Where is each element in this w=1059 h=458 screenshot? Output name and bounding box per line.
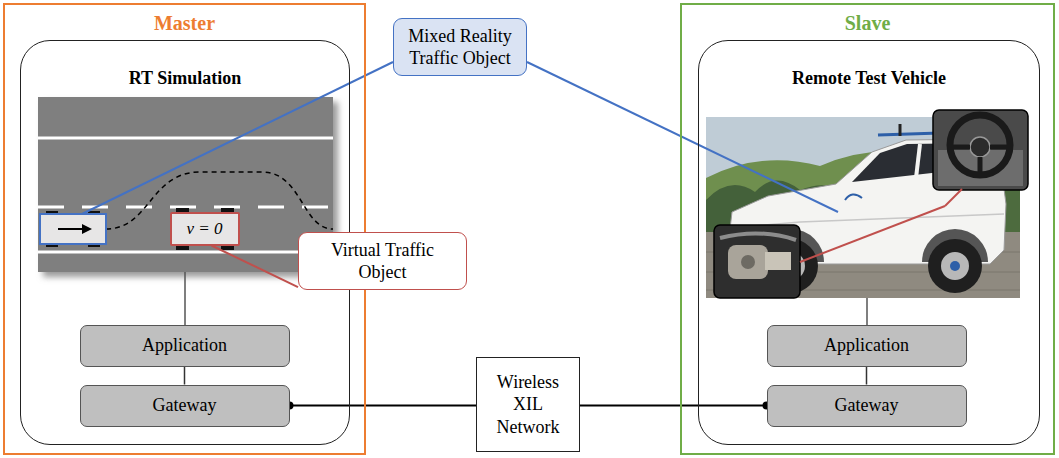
node-label: RT Simulation: [21, 41, 349, 89]
master-panel: Master RT Simulation v = 0 ApplicationGatew…: [3, 3, 366, 455]
node-label: Remote Test Vehicle: [699, 41, 1039, 89]
connector: [866, 367, 868, 385]
leader-line: [945, 189, 962, 206]
road-panel: [38, 97, 333, 272]
network-box: Wireless XIL Network: [476, 357, 580, 452]
process-box: Application: [767, 325, 967, 367]
connector: [290, 405, 477, 407]
virtual-car: v = 0: [170, 212, 240, 246]
node-label: Master: [5, 5, 364, 35]
node-label: Slave: [682, 5, 1053, 35]
process-box: Application: [80, 325, 290, 367]
callout-box: Virtual Traffic Object: [298, 232, 467, 290]
node-label: Virtual Traffic Object: [309, 239, 456, 284]
link-line: [184, 272, 186, 325]
lane-line: [38, 251, 333, 254]
node-label: Gateway: [835, 395, 899, 416]
node-label: Mixed Reality Traffic Object: [402, 25, 518, 70]
connector: [212, 246, 299, 288]
steering-inset: [933, 110, 1028, 190]
leader-line: [800, 206, 945, 262]
sim-car: [40, 211, 106, 247]
actuator-inset: [714, 225, 800, 298]
process-box: Gateway: [80, 385, 290, 427]
lane-line: [38, 137, 333, 140]
link-line: [866, 298, 868, 325]
node-label: Application: [142, 335, 227, 356]
vehicle-box: Remote Test VehicleApplicationGateway: [698, 40, 1040, 445]
connector: [580, 405, 767, 407]
callout-box: Mixed Reality Traffic Object: [393, 18, 527, 76]
node-label: Gateway: [153, 395, 217, 416]
slave-panel: SlaveRemote Test VehicleApplicationGatew…: [680, 3, 1055, 455]
connector: [184, 367, 186, 385]
node-label: v = 0: [186, 219, 222, 239]
leader-line: [527, 62, 838, 212]
process-box: Gateway: [767, 385, 967, 427]
node-label: Application: [824, 335, 909, 356]
vehicle-photo: [706, 117, 1020, 298]
node-label: Wireless XIL Network: [487, 371, 569, 439]
